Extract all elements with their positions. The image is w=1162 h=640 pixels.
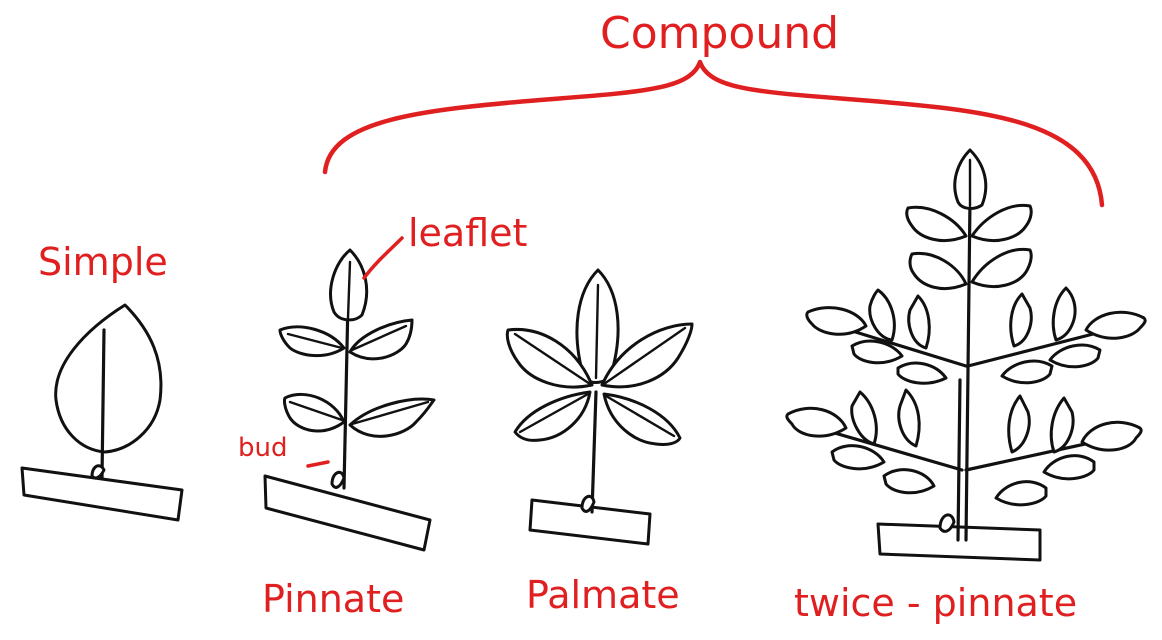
palmate-leaf-drawing: [505, 268, 694, 546]
pinnate-label: Pinnate: [262, 577, 404, 621]
pinnate-leaflet: [348, 318, 414, 361]
simple-label: Simple: [38, 240, 168, 284]
palmate-petiole: [590, 390, 598, 514]
leaflet-label: leaflet: [408, 211, 527, 255]
leaflet-pointer: [362, 236, 404, 280]
twice-pinnate-leaf-drawing: [785, 148, 1147, 562]
bud-label: bud: [238, 433, 288, 463]
palmate-stem-base: [528, 498, 652, 546]
pinnate-leaflet: [283, 392, 346, 433]
simple-petiole: [100, 328, 106, 480]
compound-bracket: [322, 59, 1105, 208]
palmate-label: Palmate: [526, 573, 680, 617]
simple-leaf-blade: [54, 303, 163, 454]
twice-pinnate-leaflet: [970, 203, 1033, 242]
simple-stem-base: [20, 466, 184, 522]
pinnate-leaf-drawing: [263, 248, 436, 552]
pinnate-rachis: [342, 298, 350, 490]
palmate-bud: [580, 494, 596, 513]
pinnate-leaflet: [348, 397, 436, 438]
twice-pinnate-rachis: [964, 198, 972, 542]
twice-pinnate-stem-base: [876, 522, 1042, 562]
twice-pinnate-bud: [938, 513, 956, 533]
pinnate-stem-base: [263, 474, 432, 552]
compound-label: Compound: [600, 8, 839, 59]
simple-leaf-drawing: [20, 303, 184, 522]
twice-pinnate-leaflet: [905, 205, 968, 242]
twice-pinnate-label: twice - pinnate: [794, 581, 1077, 625]
simple-bud: [90, 464, 106, 480]
bud-pointer: [306, 460, 330, 468]
pinnate-bud: [330, 470, 346, 489]
twice-pinnate-leaflet: [970, 247, 1033, 288]
twice-pinnate-leaflet: [908, 251, 968, 290]
